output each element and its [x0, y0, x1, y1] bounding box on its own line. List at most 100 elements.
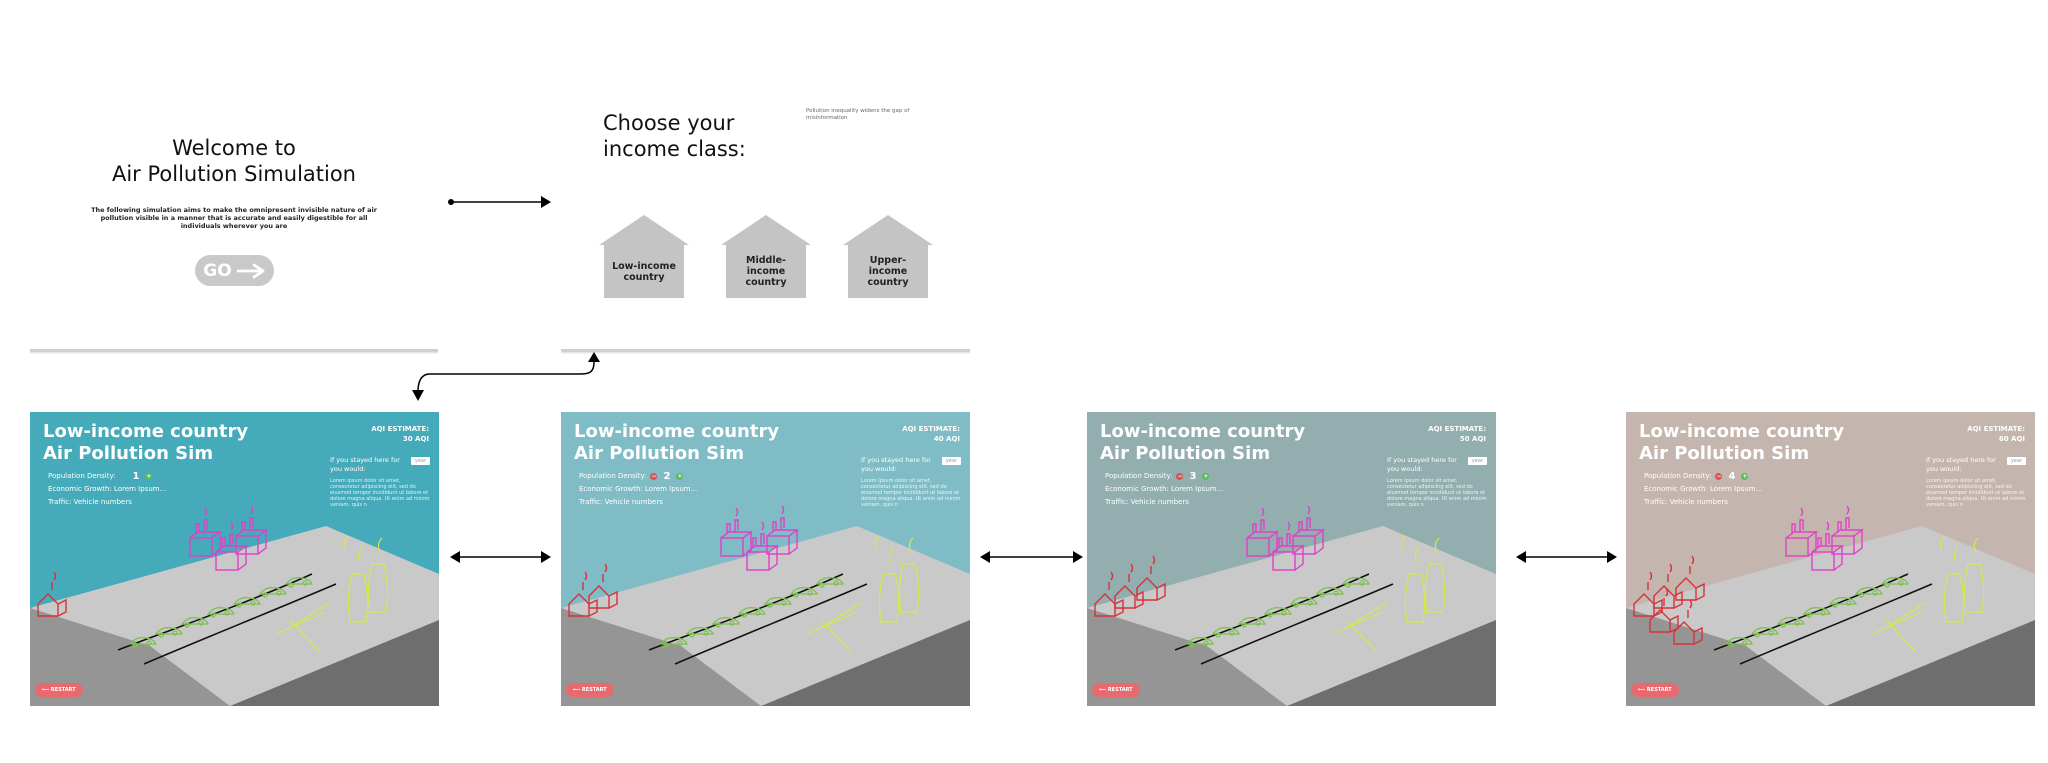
year-input[interactable]: year	[1467, 457, 1487, 465]
frame-shadow	[30, 349, 438, 354]
vehicles	[1724, 577, 1909, 648]
economic-growth-label: Economic Growth: Lorem Ipsum...	[579, 485, 698, 493]
wheel-icon	[1189, 642, 1195, 648]
restart-button[interactable]: ⟵ RESTART	[1092, 683, 1140, 697]
wheel-icon	[729, 620, 735, 626]
go-button[interactable]: GO	[195, 255, 274, 286]
wheel-icon	[210, 612, 216, 618]
decrease-button[interactable]: −	[1176, 473, 1184, 480]
traffic-label: Traffic: Vehicle numbers	[1105, 498, 1189, 506]
car-icon	[1750, 627, 1779, 635]
wheel-icon	[1293, 602, 1299, 608]
traffic-label: Traffic: Vehicle numbers	[48, 498, 132, 506]
wheel-icon	[1780, 622, 1786, 628]
sim-stats: Population Density: − 4 + Economic Growt…	[1644, 470, 1762, 509]
increase-button[interactable]: +	[676, 473, 684, 480]
wheel-icon	[1806, 612, 1812, 618]
stay-panel: If you stayed here for you would: year L…	[330, 456, 430, 508]
year-input[interactable]: year	[941, 457, 961, 465]
cooling-tower-icon	[1404, 563, 1446, 623]
traffic-label: Traffic: Vehicle numbers	[1644, 498, 1728, 506]
decrease-button[interactable]: −	[650, 473, 658, 480]
increase-button[interactable]: +	[1741, 473, 1749, 480]
population-density-label: Population Density:	[1644, 472, 1712, 480]
choose-note: Pollution inequality widens the gap of m…	[806, 108, 910, 121]
city-scene	[561, 505, 970, 706]
increase-button[interactable]: +	[145, 473, 153, 480]
increase-button[interactable]: +	[1202, 473, 1210, 480]
wheel-icon	[715, 622, 721, 628]
middle-income-option[interactable]: Middle-income country	[721, 215, 811, 298]
house-icon	[37, 593, 67, 617]
wheel-icon	[741, 612, 747, 618]
restart-button[interactable]: ⟵ RESTART	[1631, 683, 1679, 697]
sim-screen-3: Low-income country Air Pollution Sim AQI…	[1087, 412, 1496, 706]
connector-welcome-to-choose	[448, 196, 551, 208]
population-density-label: Population Density:	[48, 472, 116, 480]
traffic-label: Traffic: Vehicle numbers	[579, 498, 663, 506]
factory-icon	[1785, 537, 1809, 557]
factory-roof	[1811, 544, 1845, 571]
wheel-icon	[1267, 612, 1273, 618]
house-icon	[588, 585, 618, 609]
road-line	[1200, 583, 1394, 665]
wheel-icon	[1872, 590, 1878, 596]
aqi-value: 40 AQI	[933, 435, 960, 443]
ground-left-side	[1087, 608, 1287, 706]
houses	[568, 563, 618, 617]
wheel-icon	[1345, 582, 1351, 588]
car-icon	[1185, 637, 1214, 645]
wheel-icon	[1794, 620, 1800, 626]
wheel-icon	[781, 600, 787, 606]
chimney-icon	[1667, 563, 1673, 582]
welcome-screen: Welcome to Air Pollution Simulation The …	[30, 40, 438, 354]
power-line	[1871, 601, 1927, 653]
car-icon	[1289, 597, 1318, 605]
factory-icon	[766, 535, 790, 555]
year-input[interactable]: year	[2006, 457, 2026, 465]
power-plant	[1332, 535, 1446, 653]
vehicles	[128, 577, 313, 648]
chimney-icon	[1817, 521, 1830, 548]
ground-left-side	[1626, 608, 1826, 706]
sim-stats: Population Density: − 1 + Economic Growt…	[48, 470, 166, 509]
year-input[interactable]: year	[410, 457, 430, 465]
car-icon	[1776, 617, 1805, 625]
chimney-icon	[241, 505, 254, 532]
factories	[1785, 505, 1865, 571]
go-button-label: GO	[203, 260, 232, 281]
stay-description: Lorem ipsum dolor sit amet, consectetur …	[1387, 478, 1487, 508]
population-density-value: 2	[663, 471, 671, 482]
factory-roof	[1292, 528, 1326, 555]
sim-screen-2: Low-income country Air Pollution Sim AQI…	[561, 412, 970, 706]
factory-icon	[720, 537, 744, 557]
ground-right-side	[1287, 620, 1496, 706]
sim-title-line1: Low-income country	[1639, 421, 1845, 442]
wheel-icon	[224, 610, 230, 616]
aqi-label: AQI ESTIMATE:	[371, 425, 429, 433]
decrease-button[interactable]: −	[1715, 473, 1723, 480]
upper-income-option[interactable]: Upper-income country	[843, 215, 933, 298]
restart-button[interactable]: ⟵ RESTART	[566, 683, 614, 697]
car-icon	[284, 577, 313, 585]
wheel-icon	[1281, 610, 1287, 616]
car-icon	[180, 617, 209, 625]
factory-roof	[215, 544, 249, 571]
stay-label: If you stayed here for you would:	[330, 456, 400, 473]
cooling-tower-icon	[1943, 563, 1985, 623]
ground-right-side	[230, 620, 439, 706]
wheel-icon	[1742, 640, 1748, 646]
wheel-icon	[1898, 580, 1904, 586]
aqi-label: AQI ESTIMATE:	[1428, 425, 1486, 433]
power-plant	[275, 535, 389, 653]
wheel-icon	[755, 610, 761, 616]
restart-label: RESTART	[1646, 687, 1672, 693]
chimney-icon	[726, 507, 739, 534]
ground-left-side	[30, 608, 230, 706]
low-income-option[interactable]: Low-income country	[599, 215, 689, 298]
wheel-icon	[1359, 580, 1365, 586]
restart-button[interactable]: ⟵ RESTART	[35, 683, 83, 697]
welcome-title-line1: Welcome to	[172, 136, 296, 160]
chimney-icon	[772, 505, 785, 532]
stay-label: If you stayed here for you would:	[861, 456, 931, 473]
